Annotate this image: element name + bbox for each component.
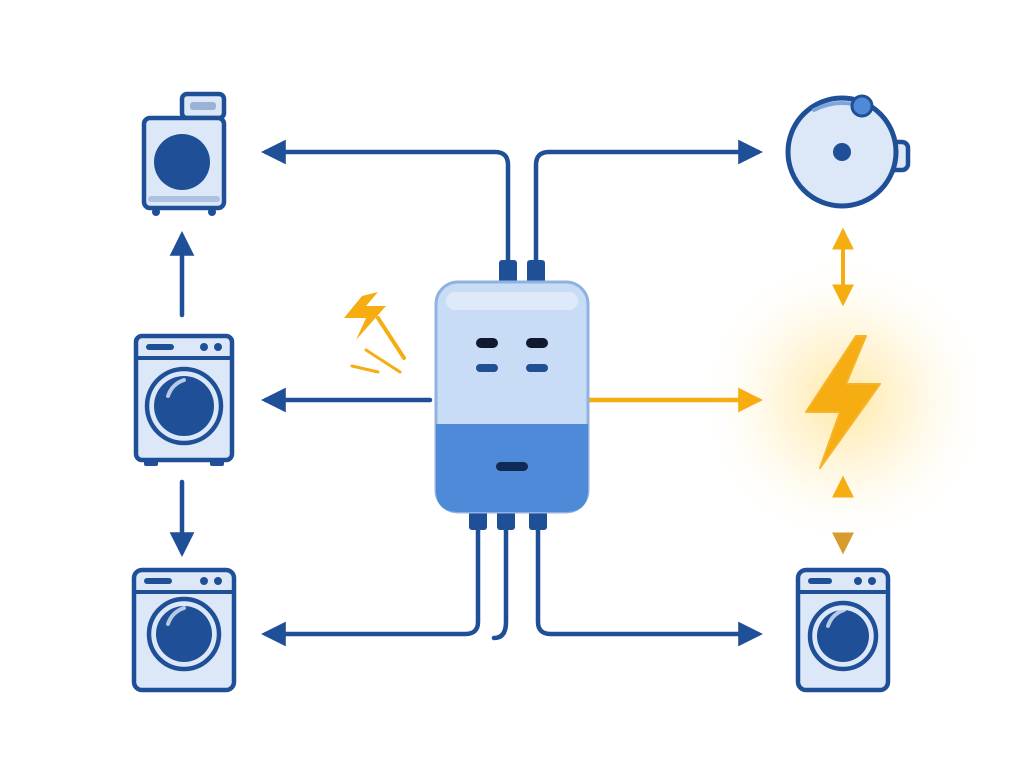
washing-machine-icon: [141, 91, 227, 216]
washing-machine-icon: [131, 567, 237, 693]
connector-hub-bottom-stub: [491, 519, 509, 641]
spark-icon: [344, 292, 406, 374]
lightning-bolt-icon: [805, 335, 881, 469]
connector-hub-to-bottom-right: [535, 519, 763, 647]
connectors: [169, 139, 854, 647]
boiler-tank-icon: [785, 94, 911, 209]
connector-hub-to-boiler: [533, 139, 763, 265]
connector-hub-to-top-left: [261, 139, 511, 265]
washing-machine-icon: [795, 567, 891, 693]
connector-hub-to-bottom-left: [261, 519, 481, 647]
smart-plug-hub-icon: [434, 260, 590, 530]
washing-machine-icon: [133, 333, 235, 466]
